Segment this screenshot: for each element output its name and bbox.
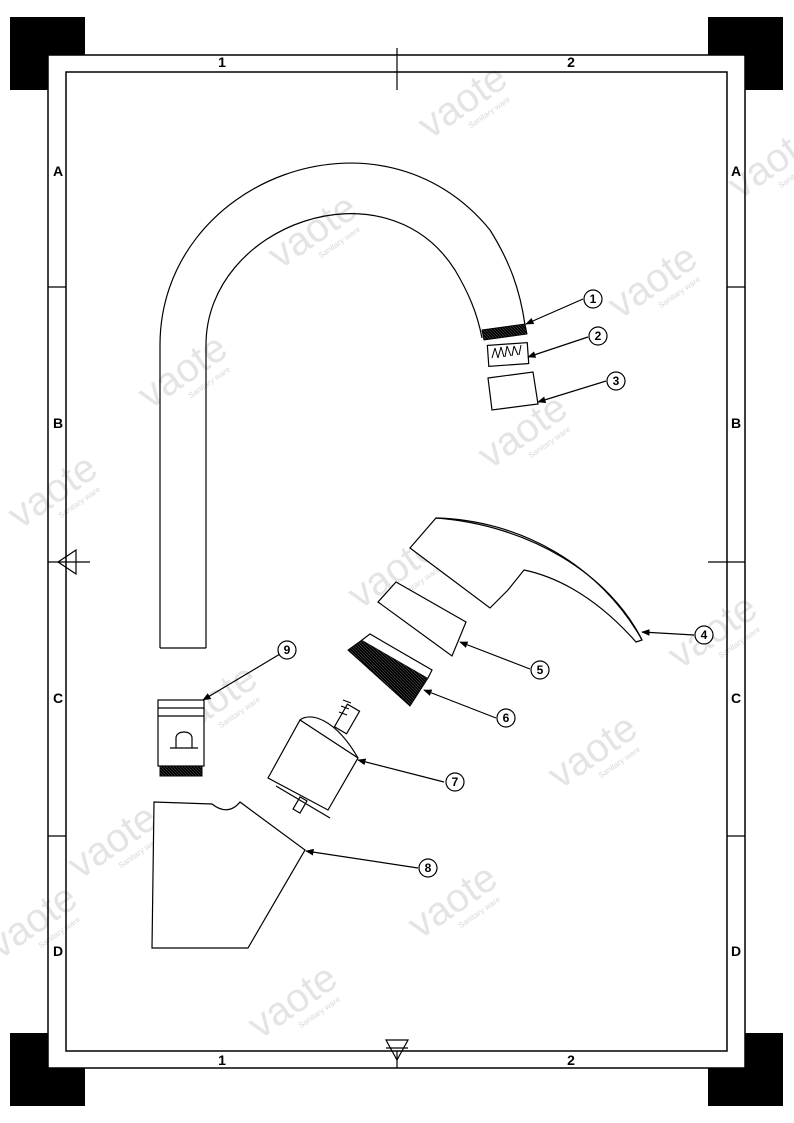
- row-label-right-c: C: [731, 690, 741, 706]
- callout-circle-2: [588, 326, 608, 346]
- callout-circle-6: [496, 708, 516, 728]
- callout-leaders: [202, 298, 695, 869]
- corner-block-top-right-h: [708, 17, 783, 55]
- callout-circle-4: [694, 625, 714, 645]
- drawing-frame: [47, 48, 746, 1069]
- part-4-lever-handle: [409, 517, 643, 643]
- corner-block-top-left-h: [10, 17, 85, 55]
- callout-label-6: 6: [503, 711, 510, 725]
- leader-7: [357, 758, 445, 783]
- part-7-cartridge: [267, 699, 361, 819]
- callout-label-8: 8: [425, 861, 432, 875]
- zone-labels: 1 2 1 2 A B C D A B C D: [53, 54, 741, 1068]
- row-label-right-d: D: [731, 943, 741, 959]
- callout-circle-1: [583, 289, 603, 309]
- leader-8: [305, 848, 419, 869]
- row-label-right-b: B: [731, 415, 741, 431]
- row-label-left-a: A: [53, 163, 63, 179]
- leader-5: [459, 641, 531, 670]
- col-label-top-1: 1: [218, 54, 226, 70]
- leader-2: [527, 336, 589, 358]
- centering-mark-bottom: [384, 1039, 410, 1062]
- watermark-brand: vaote: [720, 115, 794, 207]
- leader-6: [423, 689, 497, 719]
- callout-label-3: 3: [613, 374, 620, 388]
- callout-bubbles: 1 2 3 4 5 6 7 8 9: [277, 289, 714, 878]
- callout-circle-8: [418, 858, 438, 878]
- leader-9: [202, 653, 281, 701]
- row-label-left-b: B: [53, 415, 63, 431]
- row-label-left-c: C: [53, 690, 63, 706]
- part-6-bonnet-nut: [347, 633, 433, 707]
- part-5-handle-sleeve: [377, 581, 467, 657]
- part-2-aerator-insert: [486, 341, 530, 368]
- callout-label-7: 7: [452, 775, 459, 789]
- callout-label-4: 4: [701, 628, 708, 642]
- corner-block-bottom-right-h: [708, 1068, 783, 1106]
- spout-inner-contour: [205, 213, 483, 648]
- connector-logo-icon: [175, 731, 193, 748]
- callout-label-5: 5: [537, 663, 544, 677]
- col-label-bottom-2: 2: [567, 1052, 575, 1068]
- col-label-top-2: 2: [567, 54, 575, 70]
- centering-mark-left: [56, 548, 77, 576]
- col-label-bottom-1: 1: [218, 1052, 226, 1068]
- row-label-left-d: D: [53, 943, 63, 959]
- callout-circle-5: [530, 660, 550, 680]
- row-label-right-a: A: [731, 163, 741, 179]
- corner-blocks: [10, 17, 783, 1106]
- spout-part: [159, 162, 526, 649]
- leader-1: [525, 298, 584, 325]
- part-9-connector: [157, 699, 205, 777]
- part-3-aerator-housing: [487, 371, 539, 411]
- callout-circle-7: [445, 772, 465, 792]
- callout-label-2: 2: [595, 329, 602, 343]
- spout-outer-contour: [159, 162, 526, 648]
- part-1-threaded-ring: [481, 323, 528, 341]
- corner-block-bottom-left-h: [10, 1068, 85, 1106]
- leader-4: [641, 629, 695, 636]
- callout-label-1: 1: [590, 292, 597, 306]
- leader-3: [537, 380, 607, 403]
- callout-label-9: 9: [284, 643, 291, 657]
- part-8-faucet-body: [151, 801, 306, 949]
- callout-circle-3: [606, 371, 626, 391]
- callout-circle-9: [277, 640, 297, 660]
